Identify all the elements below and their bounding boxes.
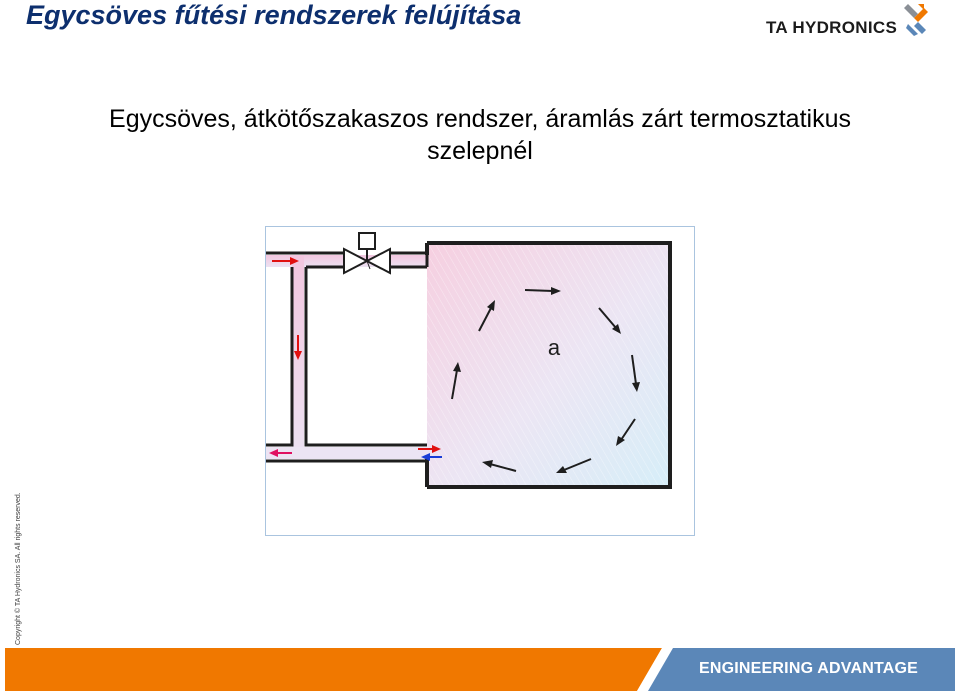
room-inlet-arrow-red-icon: [418, 445, 441, 453]
ta-hydronics-logo: TA HYDRONICS: [766, 2, 931, 40]
room: [425, 241, 672, 489]
room-inlet-arrow-blue-icon: [421, 453, 442, 461]
circulation-arrow-icon: [598, 307, 621, 334]
logo-mark-icon: [904, 4, 928, 36]
circulation-arrow-icon: [616, 418, 636, 446]
circulation-arrow-icon: [631, 354, 640, 392]
footer-tagline: ENGINEERING ADVANTAGE: [699, 660, 919, 677]
riser-down-arrow-icon: [294, 335, 302, 360]
circulation-arrow-icon: [478, 300, 495, 332]
circulation-arrow-icon: [451, 362, 461, 400]
subtitle-line-2: szelepnél: [427, 137, 533, 165]
diagram-svg: a: [266, 232, 672, 489]
footer-orange-band: [5, 648, 662, 691]
slide-subtitle: Egycsöves, átkötőszakaszos rendszer, ára…: [40, 103, 920, 167]
subtitle-line-1: Egycsöves, átkötőszakaszos rendszer, ára…: [109, 105, 851, 133]
circulation-arrow-icon: [524, 287, 561, 295]
pipe-loop: [266, 251, 429, 463]
copyright-notice: Copyright © TA Hydronics SA. All rights …: [15, 492, 22, 645]
return-flow-arrow-icon: [269, 449, 292, 457]
footer-blue-band: [648, 648, 955, 691]
page-title: Egycsöves fűtési rendszerek felújítása: [26, 0, 522, 30]
footer-bar: [5, 648, 955, 691]
supply-flow-arrow-icon: [272, 257, 299, 265]
circulation-arrows: [451, 287, 640, 473]
circulation-arrow-icon: [482, 460, 517, 472]
logo-wordmark: TA HYDRONICS: [766, 18, 898, 37]
heating-diagram: a: [265, 226, 695, 536]
circulation-arrow-icon: [556, 458, 592, 473]
room-label: a: [548, 335, 561, 360]
thermostatic-valve-icon: [343, 232, 391, 275]
